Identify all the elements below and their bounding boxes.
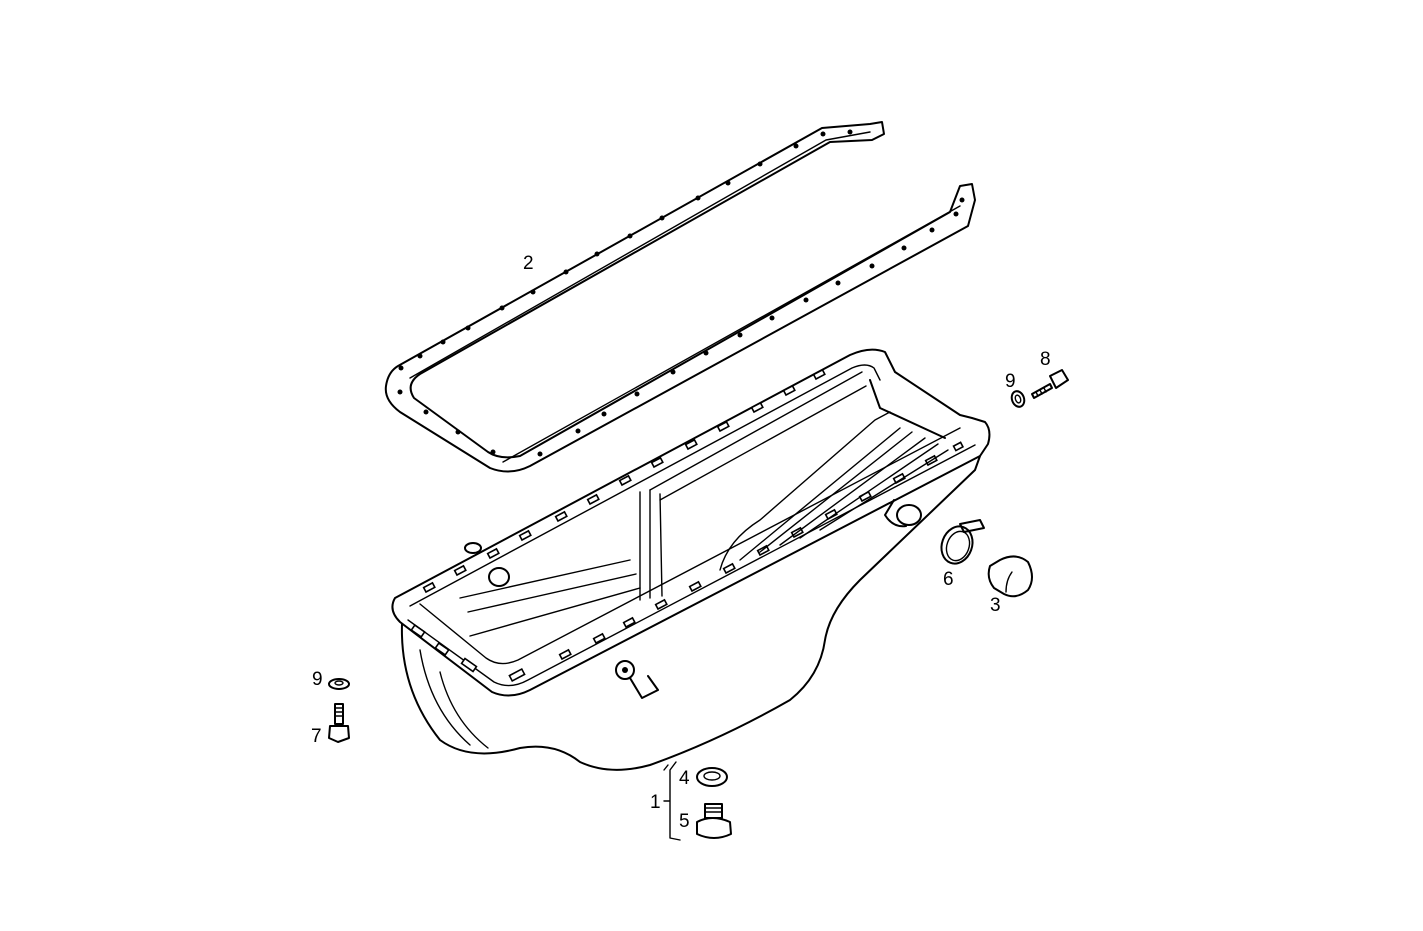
callout-6[interactable]: 6 <box>943 569 954 590</box>
callout-8[interactable]: 8 <box>1040 349 1051 370</box>
cap-part <box>987 555 1033 598</box>
callout-9-right[interactable]: 9 <box>1005 371 1016 392</box>
oil-pan-part <box>391 348 991 771</box>
callout-1[interactable]: 1 <box>650 792 661 813</box>
bolt-part-8 <box>1031 369 1069 399</box>
hose-clamp-part <box>940 519 985 565</box>
callout-3[interactable]: 3 <box>990 595 1001 616</box>
callout-7[interactable]: 7 <box>311 726 322 747</box>
assembly-bracket <box>663 761 681 841</box>
callout-4[interactable]: 4 <box>679 768 690 789</box>
sealing-washer-part <box>696 767 728 787</box>
callout-5[interactable]: 5 <box>679 811 690 832</box>
bolt-part-7 <box>328 703 350 743</box>
gasket-part <box>384 121 976 473</box>
washer-part-left <box>328 678 350 690</box>
callout-2[interactable]: 2 <box>523 253 534 274</box>
callout-9-left[interactable]: 9 <box>312 669 323 690</box>
washer-part-right <box>1010 390 1026 408</box>
drain-plug-part <box>696 803 732 839</box>
